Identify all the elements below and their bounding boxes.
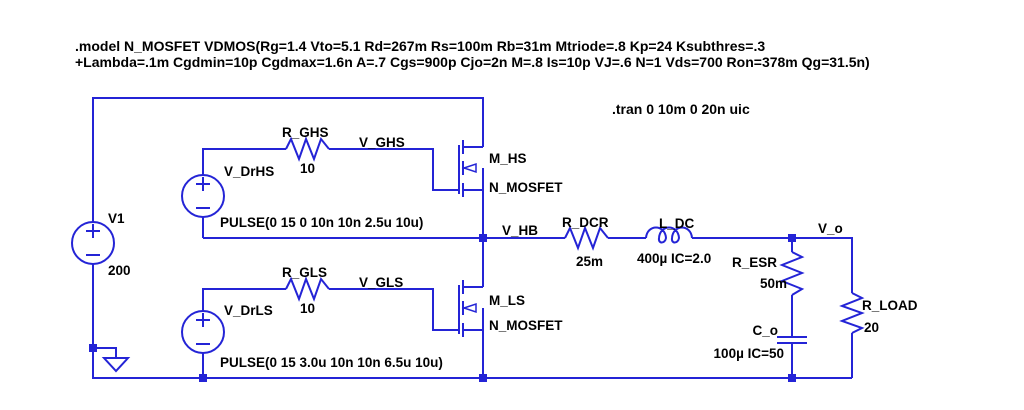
- v-drls-polarity-marks: [196, 313, 210, 345]
- v1-value[interactable]: 200: [108, 263, 131, 278]
- m-ls-model[interactable]: N_MOSFET: [489, 318, 563, 333]
- r-esr-refdes[interactable]: R_ESR: [732, 255, 777, 270]
- wire-ls-gate-left[interactable]: [202, 288, 286, 311]
- r-ghs-resistor-body[interactable]: [285, 136, 330, 162]
- component-v1[interactable]: V1 200: [71, 211, 131, 278]
- junction-dot: [479, 374, 487, 382]
- r-esr-value[interactable]: 50m: [760, 276, 787, 291]
- tran-directive[interactable]: .tran 0 10m 0 20n uic: [612, 101, 750, 117]
- v-drhs-refdes[interactable]: V_DrHS: [224, 164, 274, 179]
- m-ls-refdes[interactable]: M_LS: [489, 293, 525, 308]
- wire-top-rail[interactable]: [92, 97, 484, 222]
- v1-polarity-marks: [86, 224, 100, 256]
- r-dcr-value[interactable]: 25m: [576, 254, 603, 269]
- ground-triangle-icon[interactable]: [101, 357, 131, 373]
- net-label-v-gls[interactable]: V_GLS: [359, 275, 403, 290]
- component-r-ghs[interactable]: R_GHS 10: [282, 125, 330, 176]
- v-drhs-polarity-marks: [196, 177, 210, 209]
- component-m-hs[interactable]: M_HS N_MOSFET: [458, 140, 563, 197]
- l-dc-value[interactable]: 400µ IC=2.0: [637, 251, 711, 266]
- component-r-gls[interactable]: R_GLS 10: [282, 265, 330, 316]
- v-drhs-source-body[interactable]: [181, 174, 225, 218]
- r-dcr-refdes[interactable]: R_DCR: [562, 215, 609, 230]
- wire-ground-rail[interactable]: [92, 264, 852, 379]
- r-dcr-resistor-body[interactable]: [564, 225, 609, 251]
- m-ls-body-arrow: [461, 302, 477, 314]
- wire-hs-gate-left[interactable]: [202, 148, 286, 175]
- c-o-capacitor-plates[interactable]: [777, 336, 807, 344]
- m-hs-model[interactable]: N_MOSFET: [489, 180, 563, 195]
- l-dc-refdes[interactable]: L_DC: [659, 216, 695, 231]
- ground-symbol[interactable]: [93, 347, 131, 373]
- model-directive-line1[interactable]: .model N_MOSFET VDMOS(Rg=1.4 Vto=5.1 Rd=…: [75, 38, 765, 54]
- junction-dot: [788, 234, 796, 242]
- r-load-resistor-body[interactable]: [839, 292, 865, 334]
- component-r-esr[interactable]: R_ESR 50m: [732, 251, 805, 296]
- v-drls-value[interactable]: PULSE(0 15 3.0u 10n 10n 6.5u 10u): [220, 355, 443, 370]
- r-load-value[interactable]: 20: [864, 320, 879, 335]
- net-label-v-o[interactable]: V_o: [818, 221, 843, 236]
- component-c-o[interactable]: C_o 100µ IC=50: [714, 323, 807, 361]
- m-hs-body-arrow: [461, 162, 477, 174]
- component-m-ls[interactable]: M_LS N_MOSFET: [458, 280, 563, 337]
- junction-dot: [199, 374, 207, 382]
- r-gls-resistor-body[interactable]: [285, 276, 330, 302]
- component-v-drhs[interactable]: V_DrHS PULSE(0 15 0 10n 10n 2.5u 10u): [181, 164, 423, 230]
- m-hs-refdes[interactable]: M_HS: [489, 151, 527, 166]
- l-dc-inductor-body[interactable]: [645, 226, 693, 244]
- wire-net-v-gls[interactable]: [329, 288, 459, 331]
- c-o-value[interactable]: 100µ IC=50: [714, 346, 784, 361]
- component-l-dc[interactable]: L_DC 400µ IC=2.0: [637, 216, 711, 266]
- r-gls-value[interactable]: 10: [300, 301, 315, 316]
- ground-lead[interactable]: [93, 347, 117, 357]
- junction-dot: [788, 374, 796, 382]
- wire-net-v-ghs[interactable]: [329, 148, 459, 191]
- component-r-load[interactable]: R_LOAD 20: [839, 292, 918, 335]
- v-drls-refdes[interactable]: V_DrLS: [224, 303, 273, 318]
- r-ghs-value[interactable]: 10: [300, 161, 315, 176]
- r-load-refdes[interactable]: R_LOAD: [862, 298, 918, 313]
- junction-dot: [479, 234, 487, 242]
- v-drhs-value[interactable]: PULSE(0 15 0 10n 10n 2.5u 10u): [220, 215, 423, 230]
- component-v-drls[interactable]: V_DrLS PULSE(0 15 3.0u 10n 10n 6.5u 10u): [181, 303, 443, 370]
- c-o-refdes[interactable]: C_o: [752, 323, 778, 338]
- v-drls-source-body[interactable]: [181, 310, 225, 354]
- model-directive-line2[interactable]: +Lambda=.1m Cgdmin=10p Cgdmax=1.6n A=.7 …: [75, 54, 870, 70]
- r-ghs-refdes[interactable]: R_GHS: [282, 125, 329, 140]
- r-gls-refdes[interactable]: R_GLS: [282, 265, 327, 280]
- wire-net-v-o[interactable]: [692, 237, 853, 293]
- net-label-v-ghs[interactable]: V_GHS: [359, 135, 405, 150]
- v1-refdes[interactable]: V1: [108, 211, 125, 226]
- net-label-v-hb[interactable]: V_HB: [502, 223, 538, 238]
- component-r-dcr[interactable]: R_DCR 25m: [562, 215, 609, 269]
- wires-group: [92, 97, 853, 379]
- r-esr-resistor-body[interactable]: [779, 251, 805, 296]
- v1-source-body[interactable]: [71, 221, 115, 265]
